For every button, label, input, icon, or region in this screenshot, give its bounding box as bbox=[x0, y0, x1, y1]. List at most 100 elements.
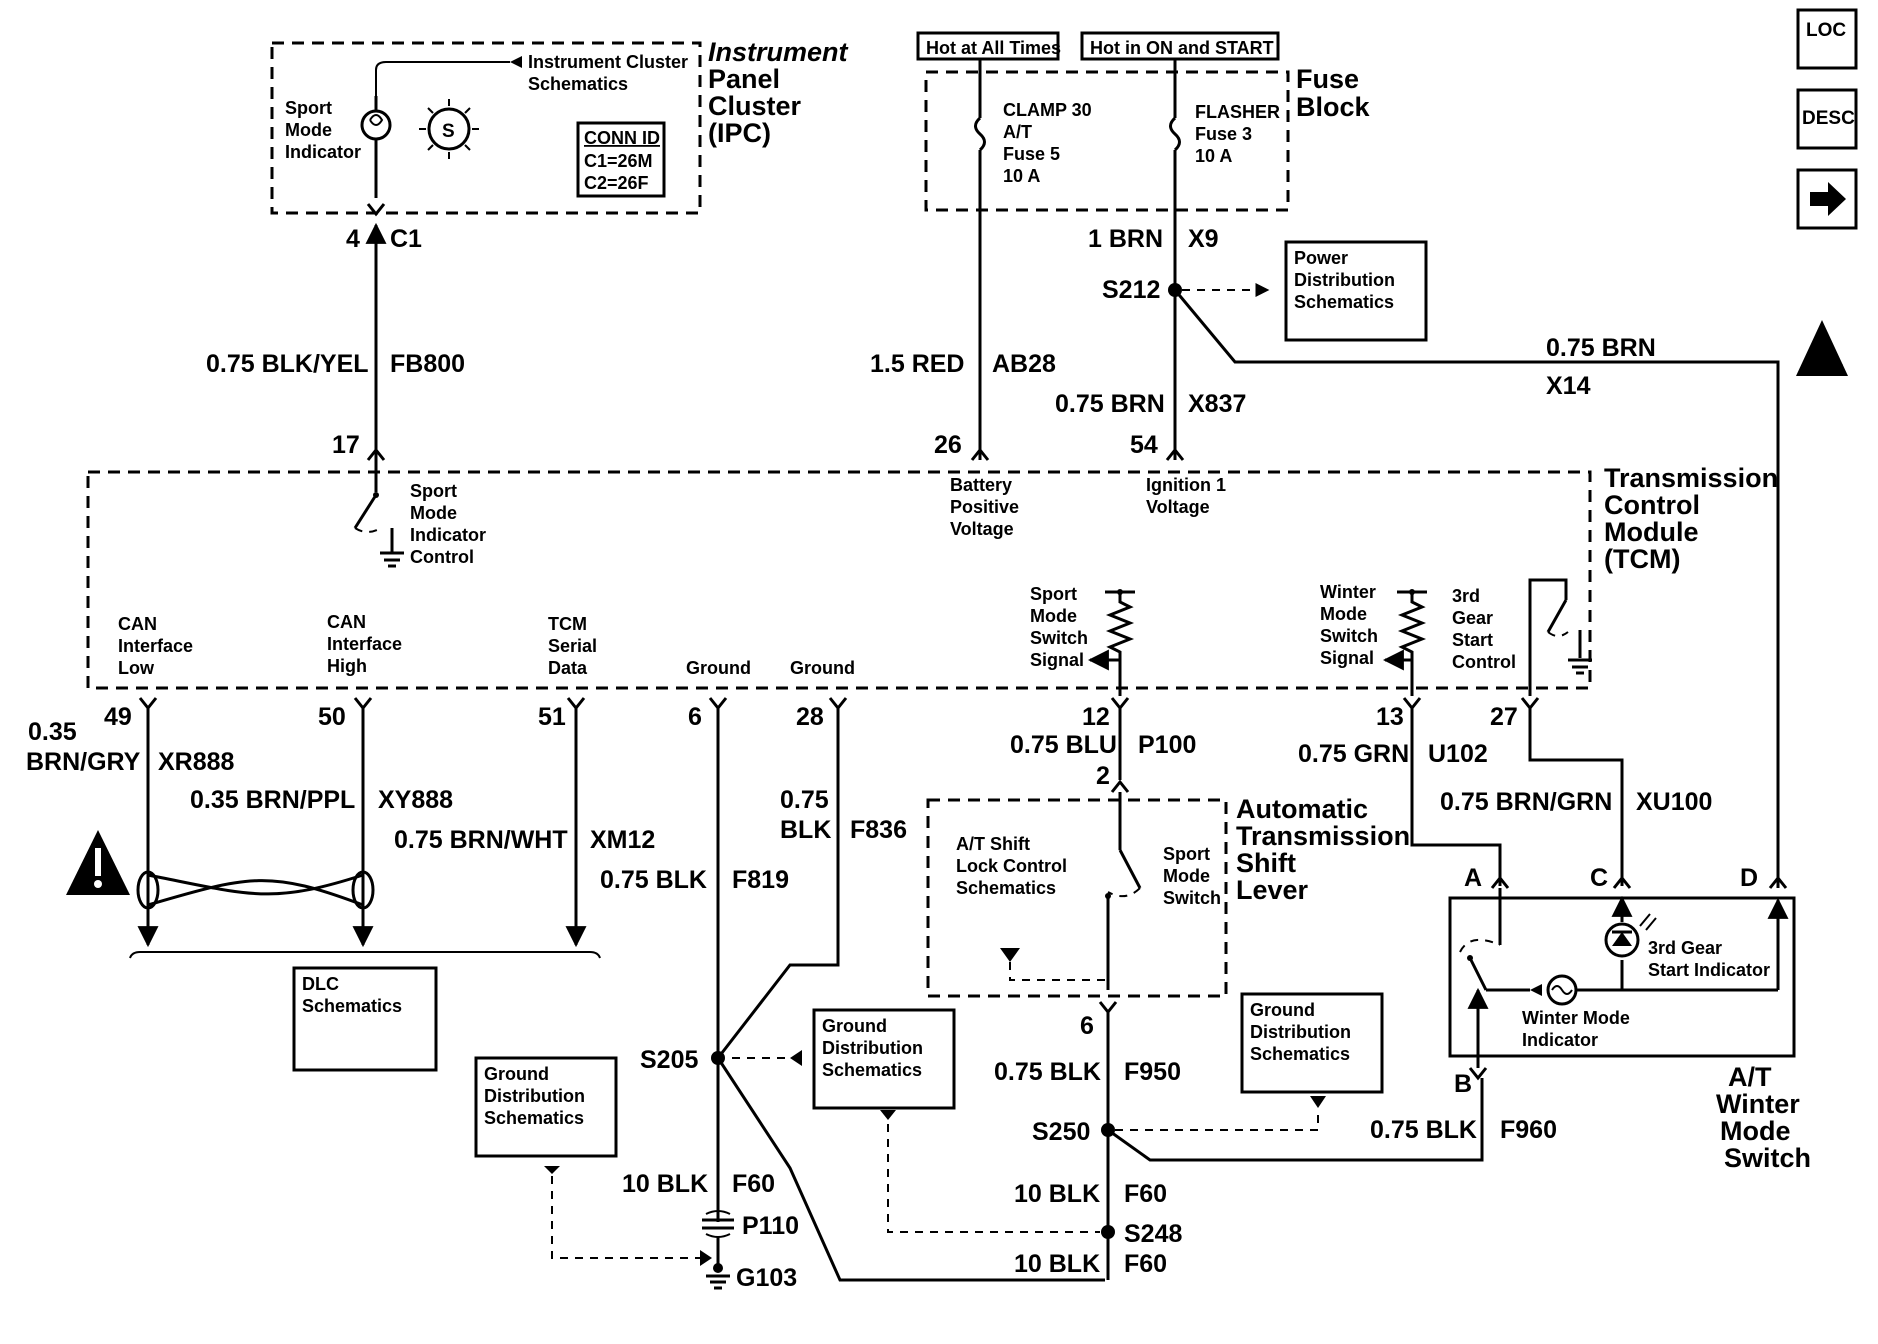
diagram-label: B bbox=[1454, 1070, 1472, 1098]
hot-at-all-times: Hot at All Times bbox=[926, 38, 1061, 58]
diagram-label: Serial bbox=[548, 636, 597, 656]
diagram-label: 0.75 BRN bbox=[1546, 334, 1656, 362]
diagram-label: Distribution bbox=[1294, 270, 1395, 290]
diagram-label: Positive bbox=[950, 497, 1019, 517]
diagram-label: Winter bbox=[1716, 1089, 1800, 1119]
diagram-label: Mode bbox=[410, 503, 457, 523]
diagram-label: F960 bbox=[1500, 1116, 1557, 1144]
diagram-label: (IPC) bbox=[708, 118, 771, 148]
diagram-label: Panel bbox=[708, 64, 780, 94]
diagram-label: FLASHER bbox=[1195, 102, 1280, 122]
diagram-label: F60 bbox=[1124, 1250, 1167, 1278]
diagram-label: Ground bbox=[484, 1064, 549, 1084]
sport-mode-switch-icon bbox=[1105, 792, 1142, 990]
diagram-label: Start bbox=[1452, 630, 1493, 650]
diagram-label: Schematics bbox=[1250, 1044, 1350, 1064]
fuse-5-label: CLAMP 30 A/T Fuse 5 10 A bbox=[1003, 100, 1092, 186]
splice-s212: S212 bbox=[1102, 276, 1160, 304]
diagram-label: Ground bbox=[790, 658, 855, 678]
diagram-label: A/T bbox=[1003, 122, 1032, 142]
power-distribution-ref[interactable]: Power Distribution Schematics bbox=[1284, 240, 1428, 342]
diagram-label: 26 bbox=[934, 431, 962, 459]
loc-button[interactable]: LOC bbox=[1796, 8, 1858, 70]
dlc-ref[interactable]: DLC Schematics bbox=[292, 966, 438, 1072]
diagram-label: Sport bbox=[1030, 584, 1077, 604]
diagram-label: C bbox=[1590, 864, 1608, 892]
diagram-label: U102 bbox=[1428, 740, 1488, 768]
diagram-label: CONN ID bbox=[584, 128, 660, 148]
diagram-label: A bbox=[1464, 864, 1482, 892]
ground-g103-icon bbox=[706, 1263, 730, 1290]
diagram-label: 27 bbox=[1490, 703, 1518, 731]
winter-switch-signal-resistor-icon bbox=[1382, 589, 1427, 696]
diagram-label: Sport bbox=[1163, 844, 1210, 864]
diagram-label: 0.75 BRN bbox=[1055, 390, 1165, 418]
next-arrow-icon[interactable] bbox=[1796, 168, 1858, 230]
diagram-label: 4 bbox=[346, 225, 360, 253]
diagram-label: Distribution bbox=[822, 1038, 923, 1058]
diagram-label: Ignition 1 bbox=[1146, 475, 1226, 495]
diagram-label: Mode bbox=[1720, 1116, 1791, 1146]
diagram-label: 0.75 BLU bbox=[1010, 731, 1117, 759]
diagram-label: 2 bbox=[1096, 762, 1110, 790]
ground-distribution-ref-3[interactable]: Ground Distribution Schematics bbox=[1240, 992, 1384, 1094]
diagram-label: Switch bbox=[1320, 626, 1378, 646]
ipc-ref[interactable]: Instrument Cluster bbox=[528, 52, 688, 72]
diagram-label: 0.75 BRN/GRN bbox=[1440, 788, 1612, 816]
diagram-label: Voltage bbox=[1146, 497, 1210, 517]
ground-distribution-ref-1[interactable]: Ground Distribution Schematics bbox=[812, 1008, 956, 1110]
diagram-label: Schematics bbox=[822, 1060, 922, 1080]
diagram-label: C2=26F bbox=[584, 173, 649, 193]
diagram-label: Data bbox=[548, 658, 588, 678]
diagram-label: 0.75 BLK bbox=[600, 866, 707, 894]
diagram-label: 54 bbox=[1130, 431, 1158, 459]
diagram-label: Switch bbox=[1163, 888, 1221, 908]
diagram-label: CLAMP 30 bbox=[1003, 100, 1092, 120]
diagram-label: 51 bbox=[538, 703, 566, 731]
diagram-label: Gear bbox=[1452, 608, 1493, 628]
tcm-bottom-pins: 49 50 51 6 28 12 13 27 bbox=[104, 697, 1540, 731]
obd-ii-icon: OBD II bbox=[1796, 320, 1848, 376]
diagram-label: Indicator bbox=[1522, 1030, 1598, 1050]
diagram-label: Interface bbox=[327, 634, 402, 654]
diagram-label: Lock Control bbox=[956, 856, 1067, 876]
diagram-label: DESC bbox=[1802, 108, 1855, 129]
diagram-label: Control bbox=[1452, 652, 1516, 672]
diagram-label: Switch bbox=[1724, 1143, 1811, 1173]
diagram-label: Mode bbox=[1320, 604, 1367, 624]
diagram-label: 10 A bbox=[1003, 166, 1040, 186]
tcm-block: Transmission Control Module (TCM) 17 26 … bbox=[86, 431, 1778, 696]
diagram-label: Sport bbox=[410, 481, 457, 501]
diagram-label: 12 bbox=[1082, 703, 1110, 731]
conn-id-box: CONN ID C1=26M C2=26F bbox=[576, 121, 666, 198]
sport-indicator-bulb-icon bbox=[360, 96, 392, 198]
battery-voltage-label: Battery Positive Voltage bbox=[950, 475, 1019, 539]
diagram-label: 10 BLK bbox=[1014, 1250, 1100, 1278]
ground-distribution-ref-2[interactable]: Ground Distribution Schematics bbox=[474, 1056, 618, 1158]
diagram-label: 10 BLK bbox=[622, 1170, 708, 1198]
diagram-label: X14 bbox=[1546, 372, 1591, 400]
diagram-label: 6 bbox=[1080, 1012, 1094, 1040]
diagram-label: Control bbox=[1604, 490, 1700, 520]
diagram-label: S bbox=[442, 121, 455, 142]
diagram-label: A/T Shift bbox=[956, 834, 1030, 854]
splice-s205: S205 bbox=[640, 1046, 698, 1074]
diagram-label: C1 bbox=[390, 225, 422, 253]
diagram-label: F836 bbox=[850, 816, 907, 844]
diagram-label: BLK bbox=[780, 816, 831, 844]
desc-button[interactable]: DESC bbox=[1796, 88, 1858, 150]
diagram-label: A/T bbox=[1728, 1062, 1772, 1092]
shift-lock-ref[interactable]: A/T Shift Lock Control Schematics bbox=[956, 834, 1067, 898]
diagram-label: 10 BLK bbox=[1014, 1180, 1100, 1208]
diagram-label: CAN bbox=[327, 612, 366, 632]
diagram-label: Mode bbox=[1163, 866, 1210, 886]
diagram-label: Start Indicator bbox=[1648, 960, 1770, 980]
hot-in-on-start: Hot in ON and START bbox=[1090, 38, 1274, 58]
ipc-block: Instrument Panel Cluster (IPC) Instrumen… bbox=[270, 37, 849, 460]
diagram-label: F950 bbox=[1124, 1058, 1181, 1086]
shift-lever-block: Automatic Transmission Shift Lever A/T S… bbox=[926, 792, 1410, 998]
diagram-label: Distribution bbox=[1250, 1022, 1351, 1042]
diagram-label: Winter Mode bbox=[1522, 1008, 1630, 1028]
diagram-label: 0.35 bbox=[28, 718, 77, 746]
